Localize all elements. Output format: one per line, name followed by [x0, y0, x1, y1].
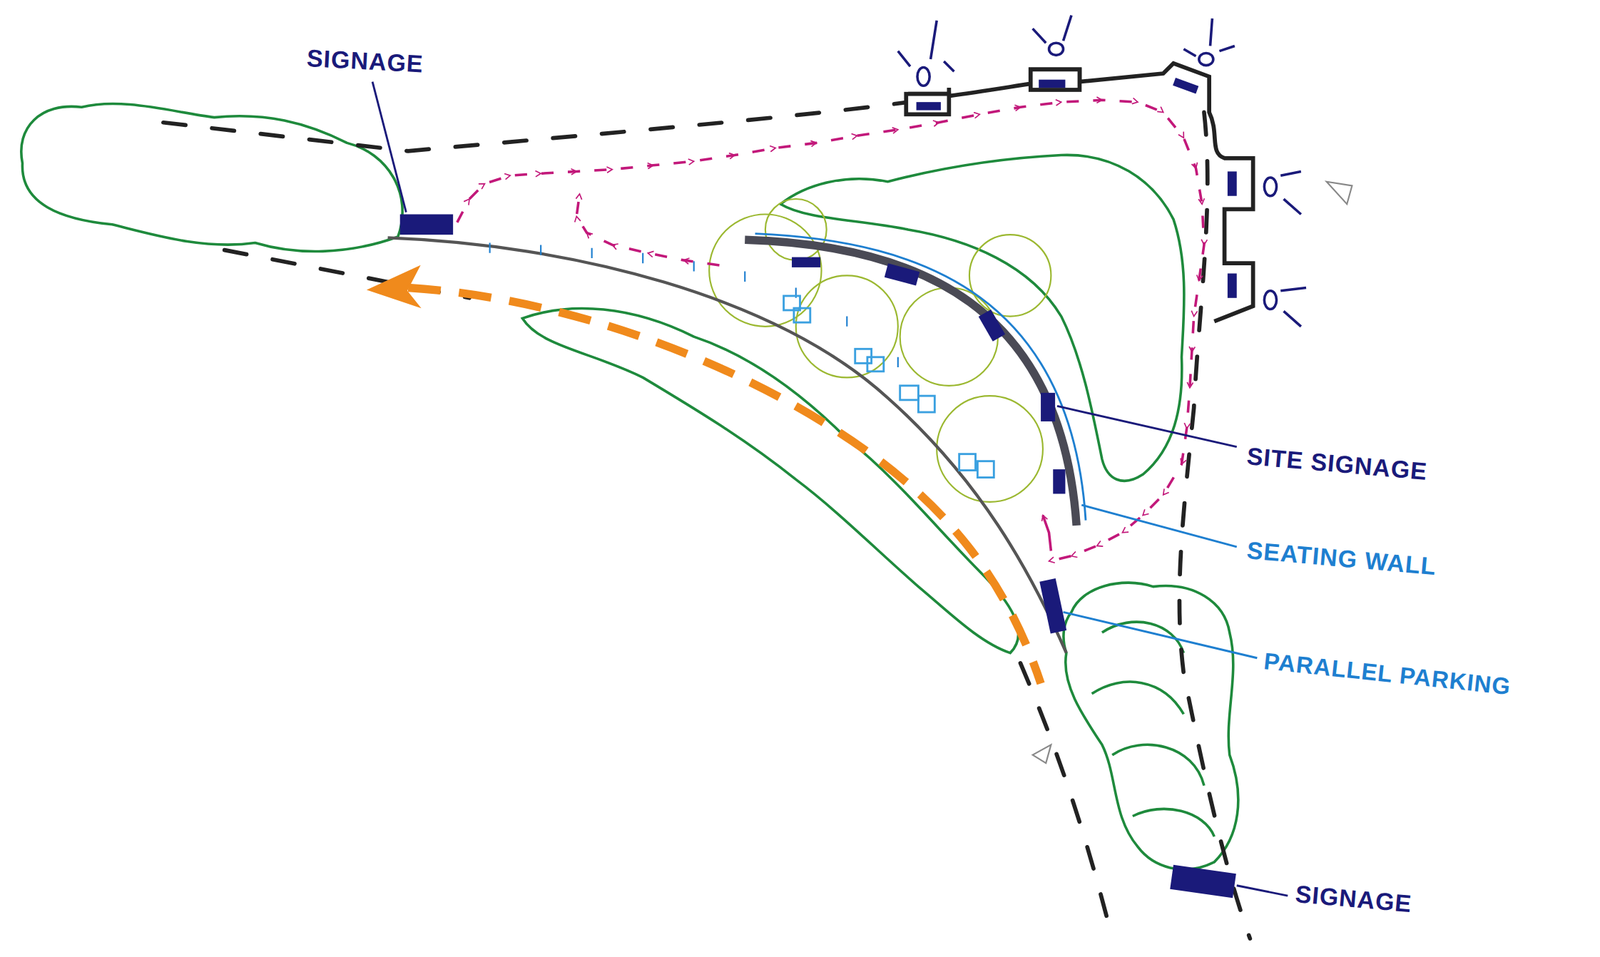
callout-label: SIGNAGE [1293, 880, 1414, 919]
building-entry [916, 77, 1237, 299]
callout-label: SITE SIGNAGE [1245, 442, 1429, 486]
seating-wall [744, 239, 1077, 526]
curb-ticks [490, 243, 899, 369]
callout-label: SEATING WALL [1245, 536, 1438, 581]
road-edge [163, 102, 1250, 939]
seating-wall-edge [755, 233, 1086, 521]
callout-label: SIGNAGE [306, 44, 425, 79]
callout-label: PARALLEL PARKING [1262, 647, 1513, 701]
circulation-arrows [457, 99, 1205, 562]
site-signage [400, 214, 1237, 899]
pedestrian-route [408, 287, 1041, 684]
leader-line [372, 82, 1288, 897]
route-arrowhead [369, 267, 419, 307]
bench-cube [783, 296, 995, 478]
